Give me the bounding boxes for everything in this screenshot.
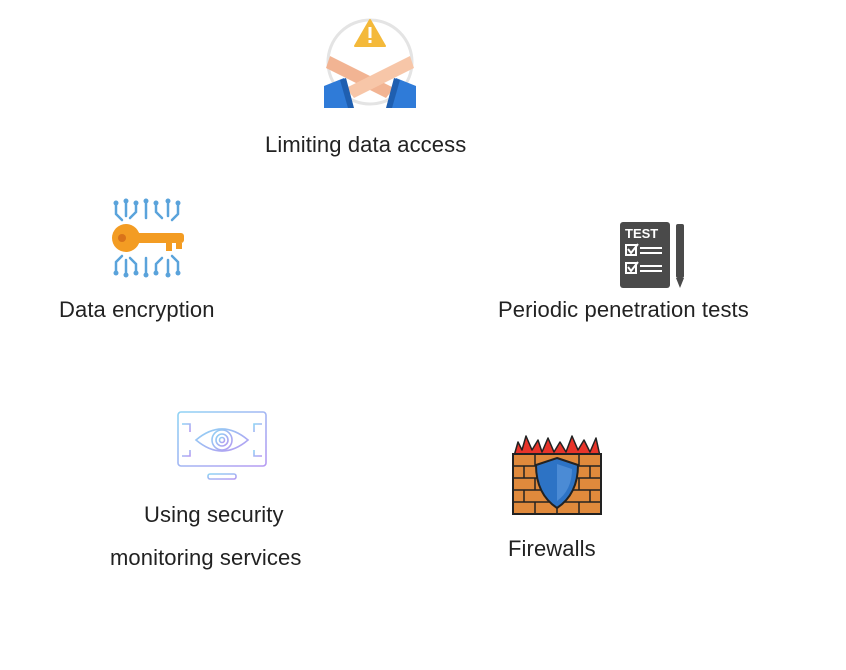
label-limiting-data-access: Limiting data access (265, 132, 467, 157)
label-firewalls: Firewalls (508, 536, 596, 561)
label-penetration-tests: Periodic penetration tests (498, 297, 749, 322)
firewall-shield-icon (512, 435, 602, 515)
svg-text:TEST: TEST (625, 226, 658, 241)
label-security-monitoring-line1: Using security (144, 502, 284, 527)
label-security-monitoring-line2: monitoring services (110, 545, 302, 570)
digital-key-icon (112, 198, 184, 278)
test-clipboard-icon: TEST (620, 222, 684, 288)
monitor-eye-icon (177, 411, 267, 480)
label-data-encryption: Data encryption (59, 297, 215, 322)
crossed-arms-warning-icon (324, 18, 416, 108)
